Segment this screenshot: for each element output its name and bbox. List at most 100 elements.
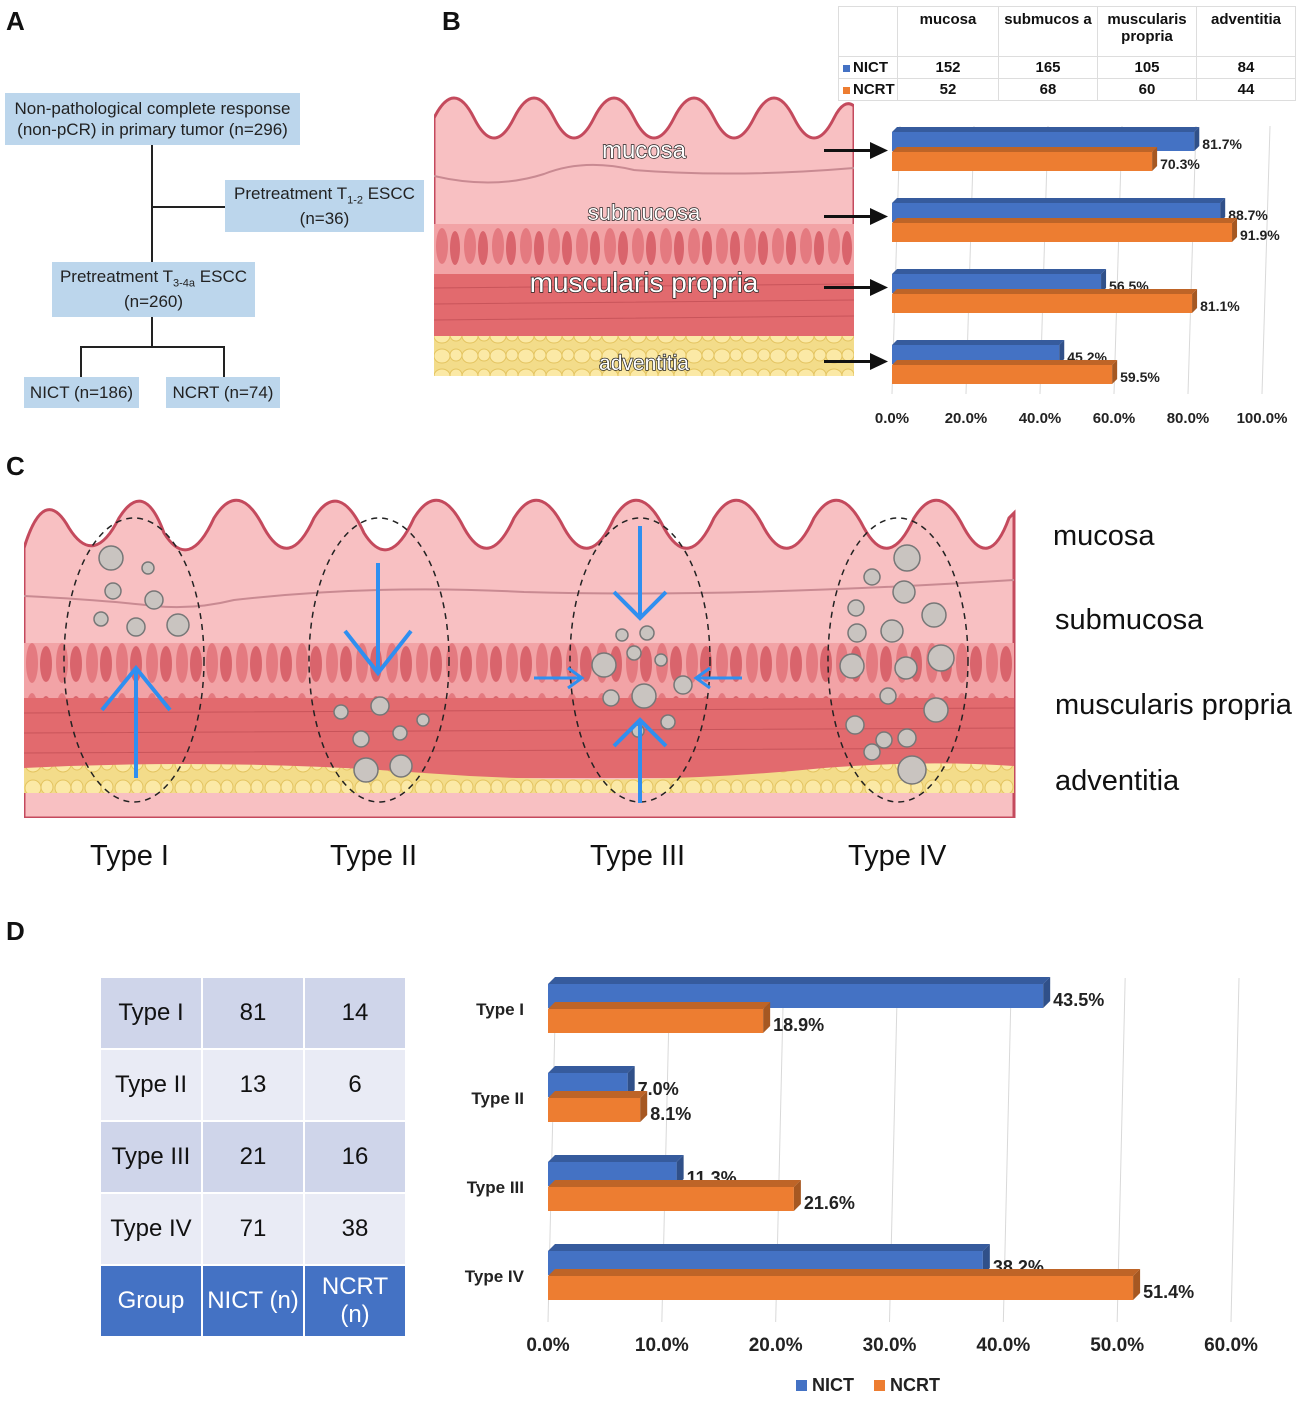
data-label: 51.4% [1143, 1282, 1194, 1302]
bar-top-nict [892, 269, 1107, 274]
flow-ncrt-text: NCRT (n=74) [172, 382, 274, 402]
type-label-iv: Type IV [848, 840, 947, 872]
bar-top-ncrt [892, 289, 1198, 294]
bar-side-ncrt [1192, 289, 1198, 313]
bar-top-ncrt [892, 360, 1118, 365]
x-tick-label: 0.0% [526, 1335, 569, 1356]
type-i-region [63, 517, 205, 803]
tissue-illustration-b: mucosa submucosa muscularis propria adve… [434, 96, 854, 376]
panel-label-b: B [442, 6, 461, 36]
arrow-icon [612, 526, 668, 621]
x-tick-label: 60.0% [1204, 1335, 1258, 1356]
table-b-header: muscularis propria [1097, 6, 1197, 57]
flow-connector [80, 346, 225, 348]
table-b-cell: 165 [998, 56, 1098, 79]
bar-ncrt [548, 1187, 794, 1211]
x-tick-label: 40.0% [1019, 410, 1062, 427]
legend-swatch-ncrt [874, 1380, 885, 1391]
bar-side-nict [627, 1066, 635, 1097]
bar-side-nict [676, 1155, 684, 1186]
arrow-icon [100, 664, 172, 778]
bar-top-nict [548, 1066, 635, 1073]
bar-nict [892, 132, 1195, 151]
table-d-cell: 6 [303, 1048, 407, 1122]
bar-nict [892, 203, 1221, 222]
type-iv-region [827, 517, 969, 803]
bar-top-ncrt [892, 218, 1238, 223]
table-b-cell: 105 [1097, 56, 1197, 79]
flow-connector [151, 145, 153, 262]
flow-connector [223, 346, 225, 378]
table-b-row-label: NICT [838, 56, 898, 79]
bar-ncrt [892, 365, 1113, 384]
bar-side-ncrt [1112, 360, 1118, 384]
x-tick-label: 0.0% [875, 410, 909, 427]
legend-label-ncrt: NCRT [890, 1375, 940, 1395]
data-label: 91.9% [1240, 227, 1280, 243]
arrow-icon [693, 666, 742, 690]
layer-label-muscularis-c: muscularis propria [1055, 689, 1292, 721]
bar-side-nict [1194, 127, 1200, 151]
table-d-cell: Type III [99, 1120, 203, 1194]
layer-label-submucosa: submucosa [588, 200, 701, 225]
table-b-cell: 152 [897, 56, 999, 79]
bar-side-ncrt [763, 1002, 771, 1033]
table-b-cell: 52 [897, 78, 999, 101]
layer-label-adventitia: adventitia [599, 352, 689, 375]
table-d-cell: 71 [201, 1192, 305, 1266]
data-label: 70.3% [1160, 156, 1200, 172]
x-tick-label: 80.0% [1167, 410, 1210, 427]
layer-label-muscularis: muscularis propria [530, 267, 759, 298]
x-tick-label: 20.0% [945, 410, 988, 427]
table-d-cell: Type IV [99, 1192, 203, 1266]
bar-side-nict [1043, 977, 1051, 1008]
flow-excluded-text: Pretreatment T1-2 ESCC(n=36) [234, 183, 415, 228]
bar-ncrt [548, 1009, 764, 1033]
table-d-cell: 38 [303, 1192, 407, 1266]
bar-top-nict [548, 1155, 684, 1162]
legend-swatch-nict [796, 1380, 807, 1391]
flow-ncrt-box: NCRT (n=74) [166, 377, 280, 408]
type-ii-region [308, 517, 450, 803]
legend-label-nict: NICT [812, 1375, 854, 1395]
table-d-header: Group [99, 1264, 203, 1338]
type-label-i: Type I [90, 840, 169, 872]
data-label: 7.0% [638, 1079, 679, 1099]
x-tick-label: 10.0% [635, 1335, 689, 1356]
bar-side-nict [1220, 198, 1226, 222]
x-tick-label: 50.0% [1090, 1335, 1144, 1356]
x-tick-label: 20.0% [749, 1335, 803, 1356]
flow-connector [151, 317, 153, 347]
bar-side-ncrt [1152, 147, 1158, 171]
type-iii-region [569, 517, 711, 803]
x-tick-label: 60.0% [1093, 410, 1136, 427]
table-d-header: NICT (n) [201, 1264, 305, 1338]
grid-line [1230, 977, 1240, 1323]
arrow-icon [824, 208, 888, 225]
flow-nict-text: NICT (n=186) [29, 382, 134, 402]
grid-line [1261, 125, 1271, 395]
flow-connector [80, 346, 82, 378]
bar-top-ncrt [892, 147, 1158, 152]
table-d-cell: 13 [201, 1048, 305, 1122]
data-label: 43.5% [1053, 990, 1104, 1010]
flow-included-box: Pretreatment T3-4a ESCC(n=260) [52, 262, 255, 317]
bar-ncrt [548, 1276, 1134, 1300]
bar-top-nict [548, 977, 1051, 984]
bar-side-nict [1101, 269, 1107, 293]
data-label: 59.5% [1120, 369, 1160, 385]
layer-label-mucosa: mucosa [602, 137, 687, 164]
type-label-ii: Type II [330, 840, 418, 872]
x-tick-label: 40.0% [976, 1335, 1030, 1356]
panel-label-c: C [6, 451, 25, 481]
type-label-iii: Type III [590, 840, 686, 872]
table-b-row-label: NCRT [838, 78, 898, 101]
grid-line [1002, 977, 1012, 1323]
bar-side-nict [1059, 340, 1065, 364]
table-d-cell: Type I [99, 976, 203, 1050]
flow-nict-box: NICT (n=186) [24, 377, 139, 408]
data-label: 81.1% [1200, 298, 1240, 314]
panel-b-arrows [824, 142, 888, 370]
bar-top-nict [892, 340, 1065, 345]
table-b-header: submucos a [998, 6, 1098, 57]
